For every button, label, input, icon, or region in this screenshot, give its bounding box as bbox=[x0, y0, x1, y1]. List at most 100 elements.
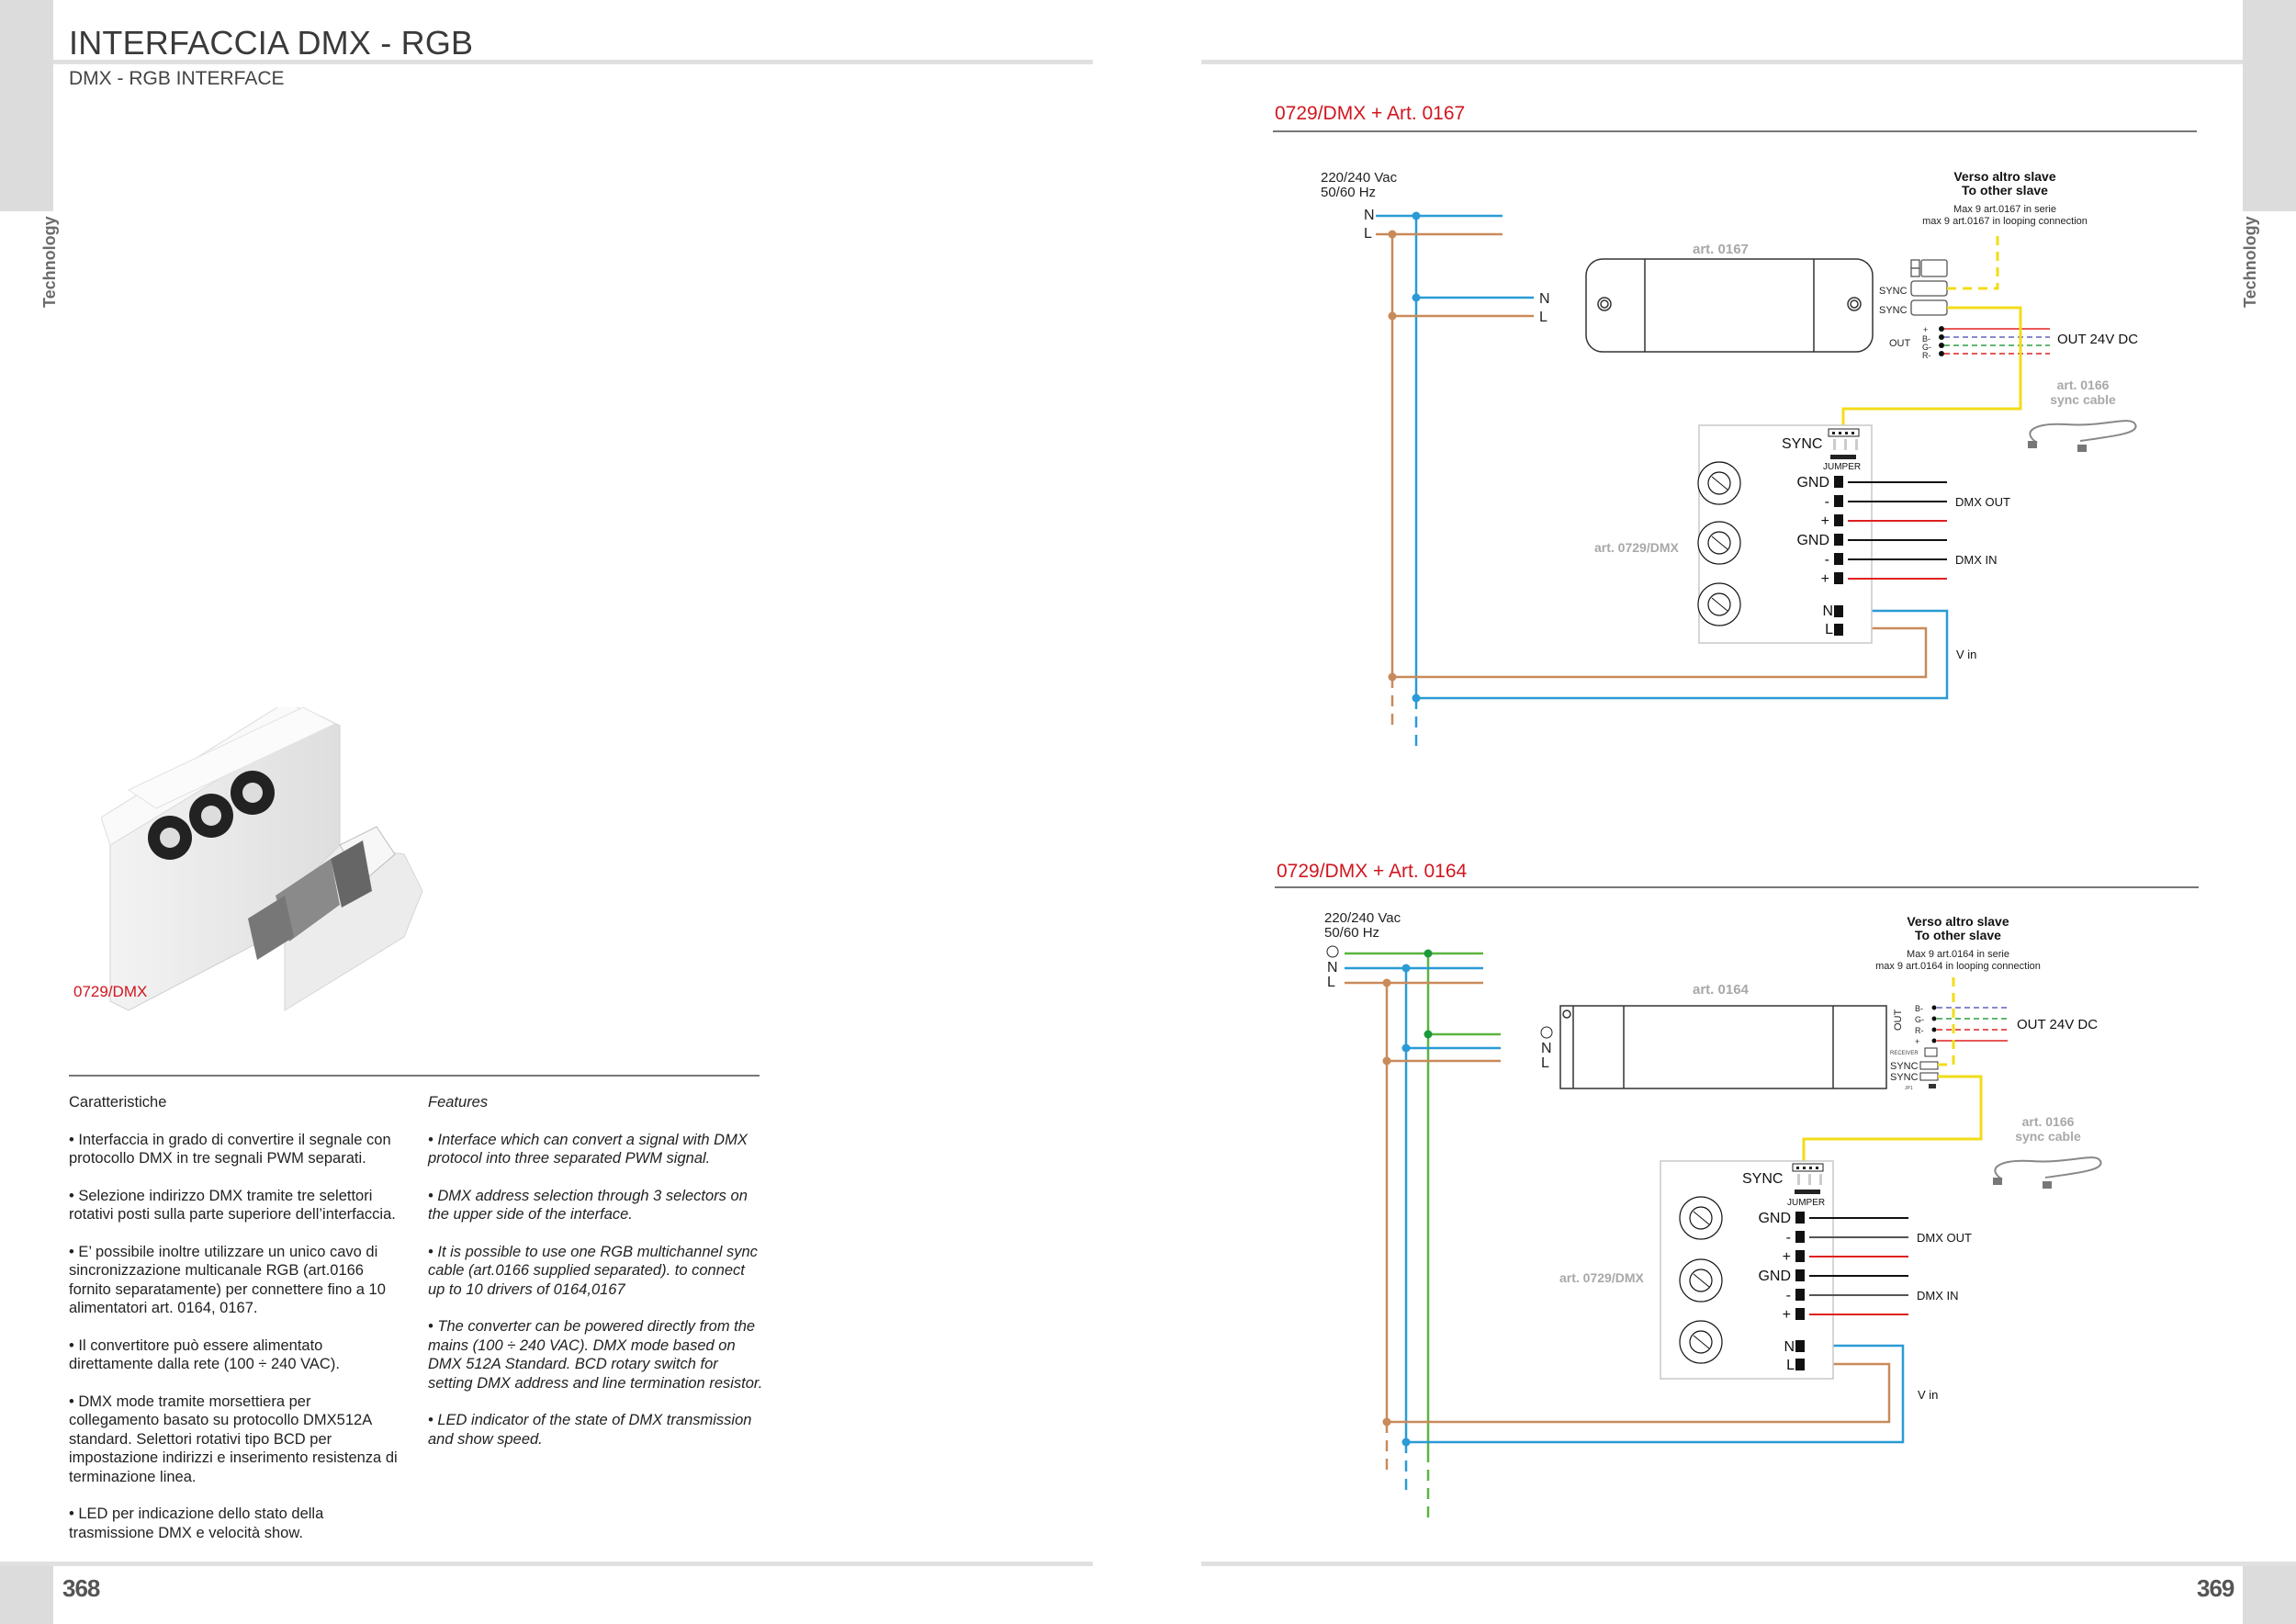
slave-note: Max 9 art.0167 in serie bbox=[1953, 204, 2056, 215]
receiver-label: RECEIVER bbox=[1890, 1051, 1919, 1056]
out-label: OUT bbox=[1893, 1009, 1904, 1032]
page-title: INTERFACCIA DMX - RGB bbox=[69, 24, 474, 62]
out-24v-label: OUT 24V DC bbox=[2017, 1017, 2098, 1032]
wire-line bbox=[1376, 232, 1928, 726]
out-24v-label: OUT 24V DC bbox=[2057, 332, 2138, 347]
slave-note: max 9 art.0164 in looping connection bbox=[1875, 961, 2041, 972]
driver-l-label: L bbox=[1539, 310, 1548, 325]
driver-label: art. 0167 bbox=[1693, 242, 1749, 257]
terminal-label: - bbox=[1825, 494, 1829, 510]
supply-voltage: 220/240 Vac bbox=[1324, 910, 1401, 926]
sync-header-label: SYNC bbox=[1782, 436, 1822, 452]
right-side-tab bbox=[2243, 0, 2296, 211]
supply-voltage: 220/240 Vac bbox=[1321, 170, 1398, 186]
terminal-label: - bbox=[1825, 552, 1829, 568]
earth-icon bbox=[1326, 945, 1339, 958]
jp1-label: JP1 bbox=[1905, 1086, 1913, 1091]
page-number-right: 369 bbox=[2197, 1574, 2234, 1602]
terminal-label: GND bbox=[1796, 475, 1829, 491]
diagram-2-rule bbox=[1275, 886, 2199, 888]
out-label: OUT bbox=[1889, 338, 1911, 349]
sync-cable-icon bbox=[1994, 1156, 2102, 1180]
feature-it-item: • Interfaccia in grado di convertire il … bbox=[69, 1131, 391, 1167]
terminal-label: L bbox=[1825, 622, 1833, 637]
sync-header-label: SYNC bbox=[1742, 1171, 1783, 1187]
sync-wire bbox=[1802, 1075, 1983, 1165]
features-rule bbox=[69, 1075, 760, 1077]
feature-en-item: • DMX address selection through 3 select… bbox=[428, 1187, 748, 1224]
terminal-label: GND bbox=[1796, 533, 1829, 548]
jumper-label: JUMPER bbox=[1787, 1198, 1825, 1208]
wire-earth bbox=[1345, 952, 1501, 1525]
left-side-tab bbox=[0, 0, 53, 211]
terminal-label: + bbox=[1821, 513, 1829, 529]
rotary-switch bbox=[1679, 1196, 1723, 1364]
right-footer-rule bbox=[1201, 1562, 2296, 1566]
vin-label: V in bbox=[1918, 1388, 1938, 1402]
feature-it-item: • Selezione indirizzo DMX tramite tre se… bbox=[69, 1187, 396, 1224]
features-en-column: Features • Interface which can convert a… bbox=[428, 1093, 763, 1467]
dmx-in-label: DMX IN bbox=[1955, 553, 1998, 567]
terminal-label: N bbox=[1784, 1339, 1795, 1355]
feature-it-item: • E’ possibile inoltre utilizzare un uni… bbox=[69, 1243, 386, 1317]
out-pin: G- bbox=[1922, 343, 1931, 352]
supply-frequency: 50/60 Hz bbox=[1321, 185, 1376, 200]
page-subtitle: DMX - RGB INTERFACE bbox=[69, 68, 285, 89]
out-pin: G- bbox=[1915, 1015, 1924, 1024]
sync-wire bbox=[1841, 306, 2022, 431]
left-footer-rule bbox=[0, 1562, 1093, 1566]
driver-label: art. 0164 bbox=[1693, 982, 1750, 998]
features-it-heading: Caratteristiche bbox=[69, 1094, 167, 1111]
driver-0167-box bbox=[1585, 258, 1874, 353]
driver-0164-box bbox=[1559, 1005, 1887, 1089]
features-it-column: Caratteristiche • Interfaccia in grado d… bbox=[69, 1093, 404, 1561]
slave-note: Max 9 art.0164 in serie bbox=[1907, 949, 2009, 960]
terminal-label: - bbox=[1786, 1288, 1791, 1303]
out-pin: B- bbox=[1915, 1004, 1923, 1013]
features-en-heading: Features bbox=[428, 1094, 489, 1111]
left-footer-tab bbox=[0, 1566, 53, 1624]
cable-label: sync cable bbox=[2050, 392, 2116, 407]
feature-it-item: • DMX mode tramite morsettiera per colle… bbox=[69, 1393, 398, 1485]
sync-label: SYNC bbox=[1879, 286, 1908, 297]
out-pin: + bbox=[1923, 325, 1928, 334]
terminal-label: N bbox=[1822, 603, 1833, 619]
out-pin: R- bbox=[1922, 351, 1931, 360]
wiring-diagram-0167: 220/240 Vac 50/60 Hz N L N L art. 0167 S… bbox=[1321, 169, 2138, 749]
page-number-left: 368 bbox=[62, 1574, 100, 1602]
terminal-label: + bbox=[1783, 1249, 1791, 1265]
interface-label: art. 0729/DMX bbox=[1559, 1270, 1644, 1285]
cable-label: art. 0166 bbox=[2057, 378, 2110, 392]
slave-title: To other slave bbox=[1915, 928, 2001, 942]
mains-n-label: N bbox=[1327, 960, 1338, 976]
terminal-label: GND bbox=[1758, 1269, 1791, 1284]
terminal-label: + bbox=[1783, 1307, 1791, 1323]
slave-title: Verso altro slave bbox=[1953, 169, 2056, 184]
terminal-label: + bbox=[1821, 571, 1829, 587]
mains-n-label: N bbox=[1364, 208, 1375, 223]
sync-dashed-wire bbox=[1938, 976, 1955, 1066]
feature-it-item: • LED per indicazione dello stato della … bbox=[69, 1506, 324, 1541]
dmx-out-label: DMX OUT bbox=[1955, 495, 2010, 509]
rotary-switch bbox=[1697, 461, 1741, 626]
feature-en-item: • LED indicator of the state of DMX tran… bbox=[428, 1412, 752, 1448]
vin-label: V in bbox=[1956, 648, 1976, 661]
product-label: 0729/DMX bbox=[73, 983, 148, 1000]
feature-en-item: • Interface which can convert a signal w… bbox=[428, 1131, 748, 1167]
cable-label: art. 0166 bbox=[2022, 1114, 2075, 1129]
diagram-2-title: 0729/DMX + Art. 0164 bbox=[1277, 861, 1468, 882]
sync-label: SYNC bbox=[1890, 1072, 1919, 1083]
feature-en-item: • It is possible to use one RGB multicha… bbox=[428, 1243, 758, 1298]
diagram-1-title: 0729/DMX + Art. 0167 bbox=[1275, 103, 1466, 124]
earth-icon bbox=[1540, 1026, 1553, 1039]
terminal-label: - bbox=[1786, 1230, 1791, 1246]
jumper-label: JUMPER bbox=[1823, 462, 1861, 472]
right-header-rule bbox=[1201, 60, 2243, 64]
right-footer-tab bbox=[2243, 1566, 2296, 1624]
cable-label: sync cable bbox=[2015, 1129, 2081, 1144]
dmx-in-label: DMX IN bbox=[1917, 1289, 1959, 1303]
wire-line bbox=[1345, 981, 1891, 1470]
out-pin: R- bbox=[1915, 1026, 1924, 1035]
sync-label: SYNC bbox=[1879, 305, 1908, 316]
